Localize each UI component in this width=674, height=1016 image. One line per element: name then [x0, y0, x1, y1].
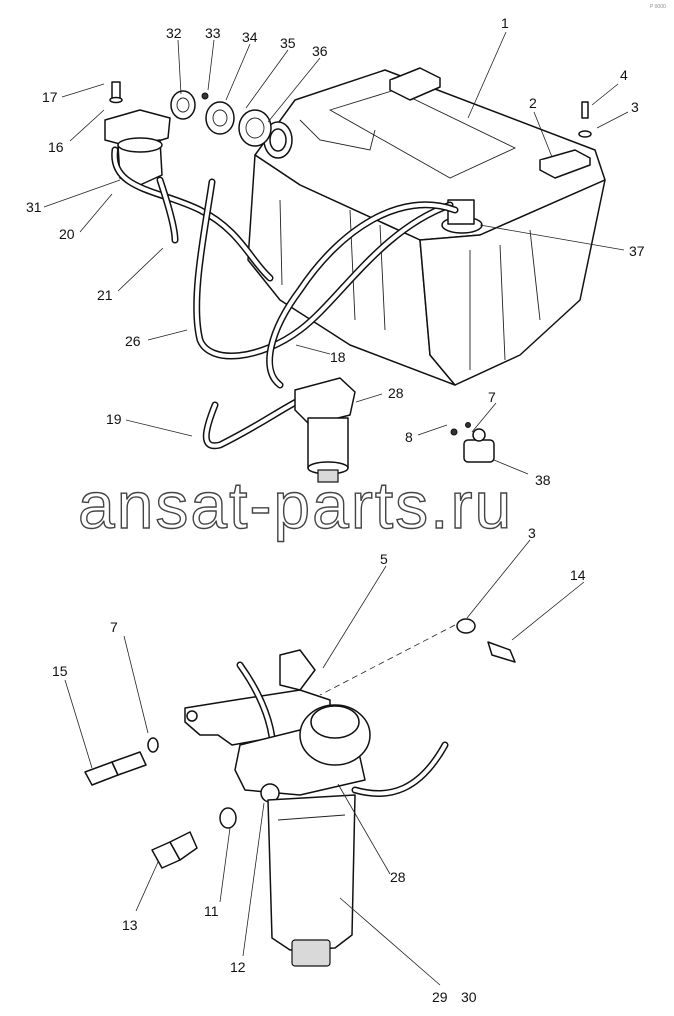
callout-34: 34	[242, 29, 258, 45]
watermark-text: ansat-parts.ru	[78, 468, 513, 542]
corner-mark: P 0000	[650, 4, 666, 10]
callout-15: 15	[52, 663, 68, 679]
callout-31: 31	[26, 199, 42, 215]
coarse-filter	[104, 81, 171, 186]
callout-5: 5	[380, 551, 388, 567]
filler-cap	[170, 90, 196, 120]
callout-33: 33	[205, 25, 221, 41]
bolt-4-washer-3	[578, 101, 592, 138]
seal-ring	[205, 101, 235, 135]
callout-1: 1	[501, 15, 509, 31]
gasket	[238, 109, 272, 147]
bolt-15	[84, 737, 159, 786]
filler-ring-parts	[170, 90, 272, 147]
callout-29: 29	[432, 989, 448, 1005]
callout-35: 35	[280, 35, 296, 51]
callout-18: 18	[330, 349, 346, 365]
bolt-17	[111, 81, 121, 99]
leader-lines	[43, 31, 629, 986]
washer-16	[109, 96, 123, 104]
callout-19: 19	[106, 411, 122, 427]
screw	[201, 92, 209, 100]
callout-28-bottom: 28	[390, 869, 406, 885]
callout-14: 14	[570, 567, 586, 583]
callout-3-top: 3	[631, 99, 639, 115]
bolt-14	[456, 618, 516, 663]
callout-2: 2	[529, 95, 537, 111]
fuel-tank	[247, 67, 606, 386]
callout-17: 17	[42, 89, 58, 105]
fuel-hoses-upper	[111, 146, 459, 450]
callout-26: 26	[125, 333, 141, 349]
callout-numbers: 1 2 3 4 7 8 16 17 18 19 20 21 26 28 31 3…	[26, 15, 645, 1005]
callout-7-top: 7	[488, 389, 496, 405]
callout-3-bottom: 3	[528, 525, 536, 541]
sensor-38	[450, 422, 495, 463]
callout-8: 8	[405, 429, 413, 445]
callout-12: 12	[230, 959, 246, 975]
callout-16: 16	[48, 139, 64, 155]
filter-detail	[84, 618, 516, 967]
callout-38: 38	[535, 472, 551, 488]
callout-37: 37	[629, 243, 645, 259]
callout-13: 13	[122, 917, 138, 933]
callout-32: 32	[166, 25, 182, 41]
callout-30: 30	[461, 989, 477, 1005]
callout-28-top: 28	[388, 385, 404, 401]
callout-4: 4	[620, 67, 628, 83]
callout-7-bottom: 7	[110, 619, 118, 635]
callout-21: 21	[97, 287, 113, 303]
fine-filter-upper	[294, 377, 356, 483]
callout-36: 36	[312, 43, 328, 59]
callout-20: 20	[59, 226, 75, 242]
banjo-bolt-13	[151, 807, 237, 869]
callout-11: 11	[204, 903, 219, 919]
